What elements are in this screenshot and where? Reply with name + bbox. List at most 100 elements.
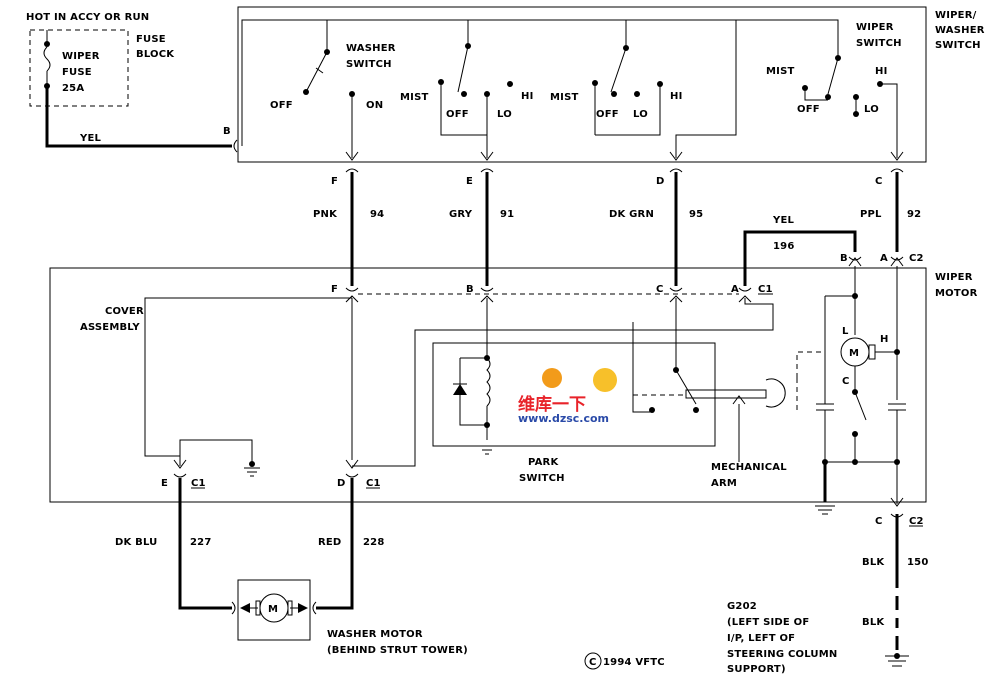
motor-housing xyxy=(49,267,927,503)
dkblu-wire xyxy=(178,478,232,610)
conn-a-c2: A xyxy=(880,253,888,264)
yel-num: 196 xyxy=(773,241,794,252)
switch-housing xyxy=(237,6,927,163)
red-num: 228 xyxy=(363,537,384,548)
motor-l-label: L xyxy=(842,326,849,337)
blk-label-2: BLK xyxy=(862,617,885,628)
fuse-block-outline xyxy=(29,29,129,107)
harness-wires: F PNK 94 E GRY 91 D DK GRN 95 C PPL 92 Y… xyxy=(313,168,924,286)
motor-title-1: WIPER xyxy=(935,272,973,283)
hi-label-3: HI xyxy=(875,66,888,77)
pnk-num: 94 xyxy=(370,209,384,220)
watermark-cn: 维库一下 xyxy=(518,394,586,415)
park-label-2: SWITCH xyxy=(519,473,565,484)
conn-d-c1: D xyxy=(337,478,346,489)
washer-motor: DK BLU 227 RED 228 M WASHER MOTOR (BEHIN… xyxy=(115,478,468,656)
ground-label-2: (LEFT SIDE OF xyxy=(727,617,809,628)
motor-title-2: MOTOR xyxy=(935,288,978,299)
dkblu-num: 227 xyxy=(190,537,211,548)
off-label-3: OFF xyxy=(797,104,820,115)
conn-c-top: C xyxy=(875,176,883,187)
blk-num: 150 xyxy=(907,557,928,568)
off-label-1: OFF xyxy=(446,109,469,120)
yel-label: YEL xyxy=(772,215,794,226)
conn-a-c1: A xyxy=(731,284,739,295)
dkgrn-label: DK GRN xyxy=(609,209,654,220)
ground-label-4: STEERING COLUMN xyxy=(727,649,837,660)
motor-m-label: M xyxy=(849,348,859,359)
fuse-block: HOT IN ACCY OR RUN WIPER FUSE 25A FUSE B… xyxy=(26,12,238,153)
conn-c2-lower: C2 xyxy=(909,516,924,527)
washer-motor-label-1: WASHER MOTOR xyxy=(327,629,423,640)
mist-label-3: MIST xyxy=(766,66,795,77)
ground-label-5: SUPPORT) xyxy=(727,664,786,675)
gry-label: GRY xyxy=(449,209,473,220)
park-switch-housing xyxy=(432,342,716,447)
fuse-name: WIPER xyxy=(62,51,100,62)
conn-c1-left: C1 xyxy=(191,478,206,489)
conn-f-top: F xyxy=(331,176,338,187)
ground-label-3: I/P, LEFT OF xyxy=(727,633,795,644)
off-label-2: OFF xyxy=(596,109,619,120)
motor-c-label: C xyxy=(842,376,850,387)
arm-label-1: MECHANICAL xyxy=(711,462,787,473)
arm-label-2: ARM xyxy=(711,478,737,489)
washer-motor-label-2: (BEHIND STRUT TOWER) xyxy=(327,645,468,656)
dkblu-label: DK BLU xyxy=(115,537,158,548)
fuse-symbol xyxy=(43,46,51,72)
pnk-label: PNK xyxy=(313,209,338,220)
lo-label-2: LO xyxy=(633,109,648,120)
washer-switch-label-1: WASHER xyxy=(346,43,396,54)
conn-b-c1: B xyxy=(466,284,474,295)
ppl-num: 92 xyxy=(907,209,921,220)
park-label-1: PARK xyxy=(528,457,559,468)
dkgrn-num: 95 xyxy=(689,209,703,220)
motor-h-label: H xyxy=(880,334,889,345)
svg-text:C: C xyxy=(589,657,597,668)
feed-wire-color: YEL xyxy=(79,133,101,144)
wiper-motor: WIPER MOTOR F B C A C1 COVER ASSEMBLY xyxy=(49,266,978,515)
washer-off-label: OFF xyxy=(270,100,293,111)
lo-label-1: LO xyxy=(497,109,512,120)
wiper-switch-label-1: WIPER xyxy=(856,22,894,33)
yel-motor-wire xyxy=(743,230,857,286)
ground-label-1: G202 xyxy=(727,601,757,612)
watermark-url: www.dzsc.com xyxy=(518,412,609,425)
red-wire xyxy=(316,478,354,610)
conn-c2-top: C2 xyxy=(909,253,924,264)
conn-f-c1: F xyxy=(331,284,338,295)
hot-label: HOT IN ACCY OR RUN xyxy=(26,12,149,23)
conn-d-top: D xyxy=(656,176,665,187)
conn-c1-label: C1 xyxy=(758,284,773,295)
wiper-switch-label-2: SWITCH xyxy=(856,38,902,49)
fuse-word: FUSE xyxy=(62,67,92,78)
washer-motor-housing xyxy=(237,579,311,641)
conn-b-c2: B xyxy=(840,253,848,264)
ppl-label: PPL xyxy=(860,209,882,220)
cover-label-1: COVER xyxy=(105,306,144,317)
fuse-block-label-1: FUSE xyxy=(136,34,166,45)
conn-c1-right: C1 xyxy=(366,478,381,489)
switch-title-2: WASHER xyxy=(935,25,985,36)
copyright-text: 1994 VFTC xyxy=(603,657,665,668)
switch-title-3: SWITCH xyxy=(935,40,981,51)
red-label: RED xyxy=(318,537,341,548)
fuse-rating: 25A xyxy=(62,83,84,94)
blk-label: BLK xyxy=(862,557,885,568)
hi-label-1: HI xyxy=(521,91,534,102)
wiper-washer-switch: WIPER/ WASHER SWITCH WASHER SWITCH OFF O… xyxy=(237,6,985,163)
conn-e-top: E xyxy=(466,176,473,187)
ground-g202: C C2 BLK 150 BLK G202 (LEFT SIDE OF I/P,… xyxy=(727,513,928,675)
lo-label-3: LO xyxy=(864,104,879,115)
mist-label-2: MIST xyxy=(550,92,579,103)
conn-c-c1: C xyxy=(656,284,664,295)
mechanical-arm xyxy=(685,389,767,399)
washer-on-label: ON xyxy=(366,100,383,111)
cover-label-2: ASSEMBLY xyxy=(80,322,140,333)
switch-title-1: WIPER/ xyxy=(935,10,977,21)
washer-m-label: M xyxy=(268,604,278,615)
switch-conn-b: B xyxy=(223,126,231,137)
gry-num: 91 xyxy=(500,209,514,220)
